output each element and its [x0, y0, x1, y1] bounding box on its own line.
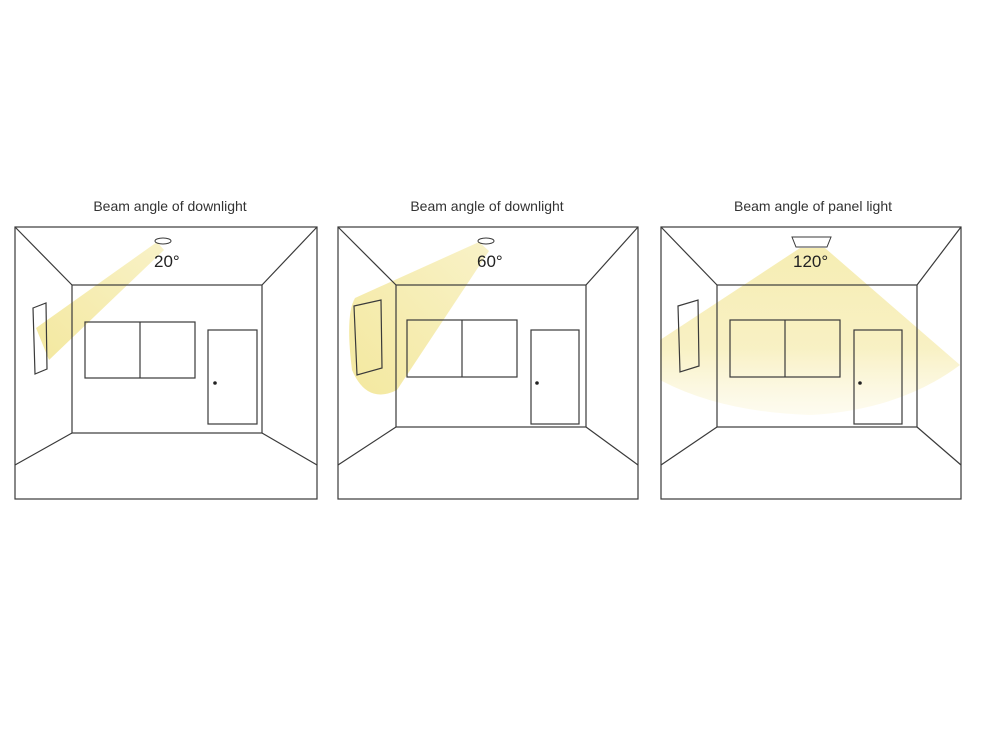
panel-title-panel-light-120: Beam angle of panel light — [734, 198, 892, 214]
beam-angle-label: 120° — [793, 252, 828, 271]
side-window — [353, 299, 383, 376]
perspective-lines — [14, 226, 318, 466]
perspective-lines — [337, 226, 639, 466]
door — [530, 329, 580, 425]
room-frame — [337, 226, 639, 500]
light-beam — [349, 242, 489, 395]
panel-title-downlight-20: Beam angle of downlight — [93, 198, 247, 214]
downlight-fixture — [477, 237, 495, 245]
door-knob — [213, 381, 217, 385]
room-diagram-downlight-60: 60° — [337, 226, 639, 500]
downlight-fixture — [154, 237, 172, 245]
door-knob — [858, 381, 862, 385]
door-knob — [535, 381, 539, 385]
back-wall — [71, 284, 263, 434]
room-diagram-panel-light-120: 120° — [660, 226, 962, 500]
panel-title-downlight-60: Beam angle of downlight — [410, 198, 564, 214]
light-beam — [660, 248, 960, 415]
side-window — [32, 302, 48, 375]
back-wall — [716, 284, 918, 428]
side-window — [677, 299, 700, 373]
room-frame — [660, 226, 962, 500]
back-wall — [395, 284, 587, 428]
light-beam — [36, 242, 164, 360]
panel-light-fixture — [791, 236, 832, 248]
beam-angle-label: 20° — [154, 252, 180, 271]
door — [853, 329, 903, 425]
room-frame — [14, 226, 318, 500]
door — [207, 329, 258, 425]
room-diagram-downlight-20: 20° — [14, 226, 318, 500]
perspective-lines — [660, 226, 962, 466]
beam-angle-label: 60° — [477, 252, 503, 271]
